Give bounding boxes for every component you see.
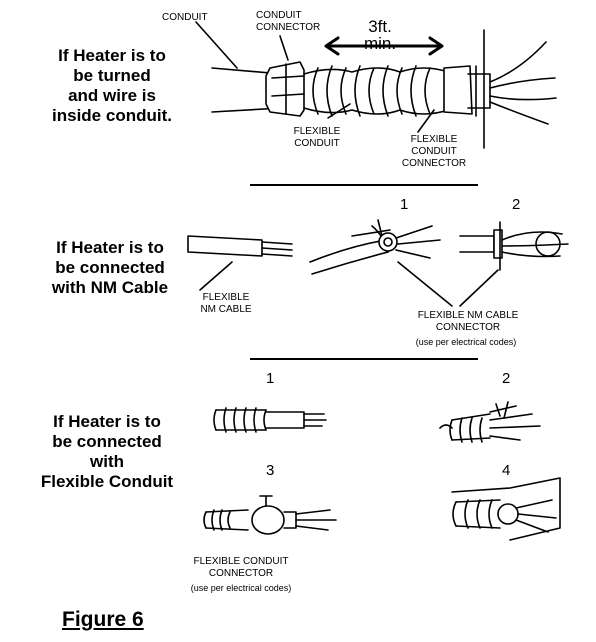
section3-flex-conduit-drawings [203, 401, 561, 541]
step-number: 1 [266, 370, 275, 387]
section-divider [250, 358, 478, 360]
section2-nm-cable-drawing [187, 219, 569, 307]
flexible-conduit-connector-label: FLEXIBLE CONDUIT CONNECTOR [193, 556, 289, 579]
section3-heading: If Heater is to be connected with Flexib… [40, 412, 174, 491]
nm-cable-connector-label: FLEXIBLE NM CABLE CONNECTOR [417, 310, 519, 333]
step-number: 2 [512, 196, 521, 213]
section2-heading: If Heater is to be connected with NM Cab… [51, 238, 169, 297]
step-number: 2 [502, 370, 511, 387]
flexible-conduit-label: FLEXIBLE CONDUIT [293, 126, 341, 149]
section1-heading: If Heater is to be turned and wire is in… [52, 46, 172, 125]
distance-label: 3ft. min. [363, 17, 397, 53]
conduit-label: CONDUIT [162, 12, 208, 23]
step-number: 1 [400, 196, 409, 213]
conduit-connector-label: CONDUIT CONNECTOR [256, 10, 321, 33]
figure-caption: Figure 6 [62, 608, 144, 631]
step-number: 3 [266, 462, 275, 479]
electrical-codes-note: (use per electrical codes) [190, 583, 292, 593]
flexible-nm-cable-label: FLEXIBLE NM CABLE [200, 292, 252, 315]
flexible-conduit-connector-label: FLEXIBLE CONDUIT CONNECTOR [401, 134, 467, 169]
section-divider [250, 184, 478, 186]
electrical-codes-note: (use per electrical codes) [415, 337, 517, 347]
step-number: 4 [502, 462, 511, 479]
section1-conduit-drawing [195, 21, 557, 149]
